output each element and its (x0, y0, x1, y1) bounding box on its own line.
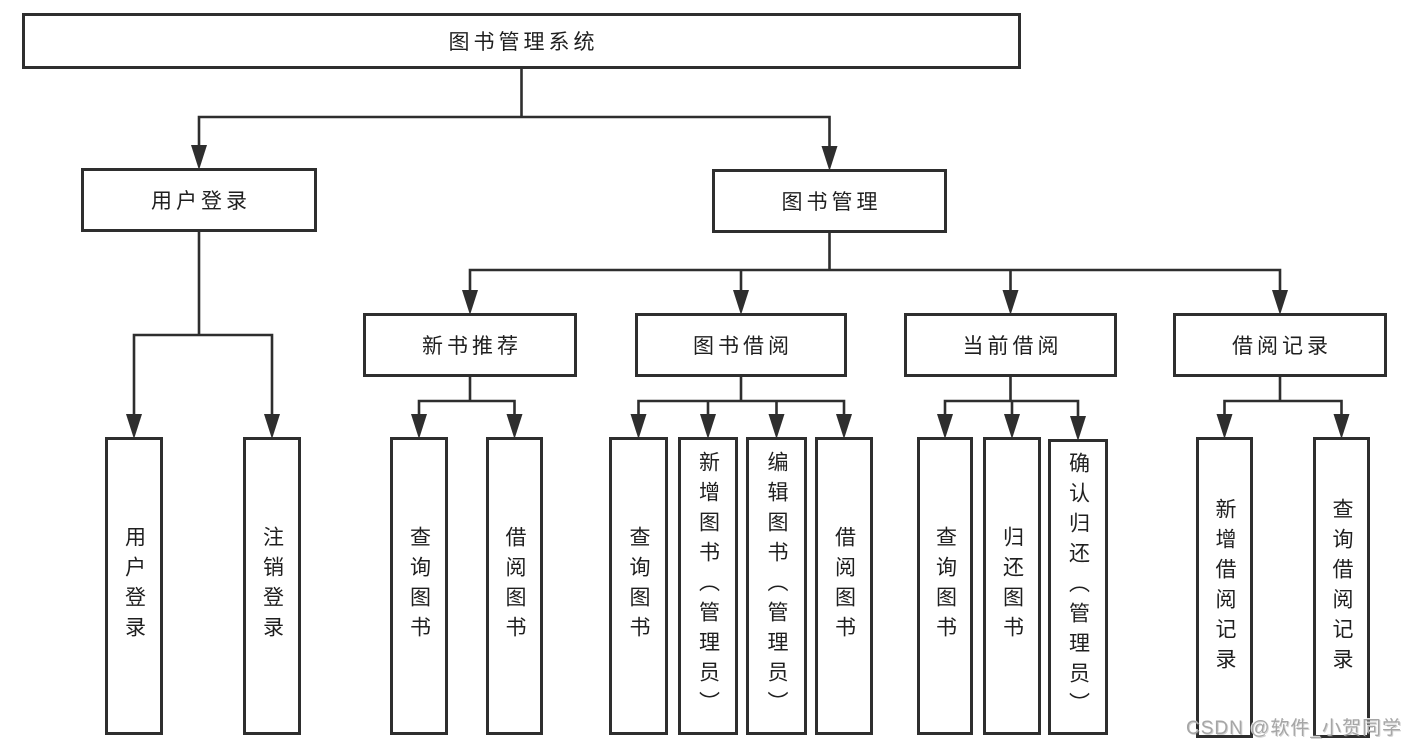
node-search-books-current: 查询图书 (917, 437, 973, 735)
node-label: 归还图书 (1000, 526, 1024, 646)
arrow-down-icon (937, 414, 953, 439)
node-label: 用户登录 (122, 526, 146, 646)
arrow-down-icon (821, 146, 838, 171)
node-label: 图书管理系统 (448, 31, 599, 54)
connector-current-borrowing (937, 375, 1086, 441)
node-borrowing-records: 借阅记录 (1173, 313, 1387, 377)
node-label: 借阅图书 (503, 526, 526, 646)
node-label: 查询图书 (933, 526, 957, 646)
arrow-down-icon (264, 414, 280, 439)
arrow-down-icon (700, 414, 716, 439)
arrow-down-icon (1333, 414, 1350, 439)
node-label: 确认归还（管理员） (1066, 452, 1090, 722)
arrow-down-icon (1216, 414, 1233, 439)
arrow-down-icon (836, 414, 852, 439)
node-return-books: 归还图书 (983, 437, 1041, 735)
node-add-books-admin: 新增图书（管理员） (678, 437, 738, 735)
connector-book-management (462, 231, 1288, 315)
node-confirm-return-admin: 确认归还（管理员） (1048, 439, 1108, 735)
arrow-down-icon (191, 145, 207, 170)
node-book-borrowing: 图书借阅 (635, 313, 847, 377)
connector-new-book-recommendation (411, 375, 523, 439)
node-user-login: 用户登录 (81, 168, 317, 232)
arrow-down-icon (1070, 416, 1086, 441)
node-label: 新增图书（管理员） (696, 451, 720, 721)
node-label: 借阅图书 (832, 526, 856, 646)
arrow-down-icon (506, 414, 523, 439)
node-label: 图书借阅 (693, 335, 793, 358)
arrow-down-icon (1004, 414, 1020, 439)
connector-book-borrowing (630, 375, 852, 439)
node-label: 借阅记录 (1232, 335, 1332, 358)
connector-library-management-system (191, 67, 838, 171)
csdn-watermark: CSDN @软件_小贺同学 (1186, 718, 1402, 739)
arrow-down-icon (411, 414, 427, 439)
node-label: 新增借阅记录 (1213, 497, 1236, 678)
node-label: 查询图书 (627, 526, 650, 646)
node-book-management: 图书管理 (712, 169, 947, 233)
node-label: 新书推荐 (422, 335, 522, 358)
node-label: 注销登录 (260, 526, 284, 646)
node-new-book-recommendation: 新书推荐 (363, 313, 577, 377)
arrow-down-icon (733, 290, 749, 315)
node-search-books-recommend: 查询图书 (390, 437, 448, 735)
node-label: 编辑图书（管理员） (765, 451, 788, 721)
node-label: 查询图书 (407, 526, 431, 646)
arrow-down-icon (1272, 290, 1288, 315)
connector-user-login (126, 230, 280, 439)
node-label: 当前借阅 (962, 335, 1063, 358)
node-logout-login-leaf: 注销登录 (243, 437, 301, 735)
node-library-management-system: 图书管理系统 (22, 13, 1021, 69)
node-label: 图书管理 (781, 191, 882, 214)
node-search-books-borrowing: 查询图书 (609, 437, 668, 735)
connector-borrowing-records (1216, 375, 1350, 439)
node-borrow-books-recommend: 借阅图书 (486, 437, 543, 735)
node-label: 查询借阅记录 (1330, 497, 1353, 678)
arrow-down-icon (1002, 290, 1019, 315)
arrow-down-icon (462, 290, 478, 315)
node-current-borrowing: 当前借阅 (904, 313, 1117, 377)
arrow-down-icon (630, 414, 647, 439)
node-borrow-books-borrowing: 借阅图书 (815, 437, 873, 735)
node-add-borrow-record: 新增借阅记录 (1196, 437, 1253, 738)
node-search-borrow-record: 查询借阅记录 (1313, 437, 1370, 738)
node-label: 用户登录 (151, 190, 251, 213)
node-edit-books-admin: 编辑图书（管理员） (746, 437, 807, 735)
arrow-down-icon (126, 414, 142, 439)
arrow-down-icon (768, 414, 785, 439)
node-user-login-leaf: 用户登录 (105, 437, 163, 735)
